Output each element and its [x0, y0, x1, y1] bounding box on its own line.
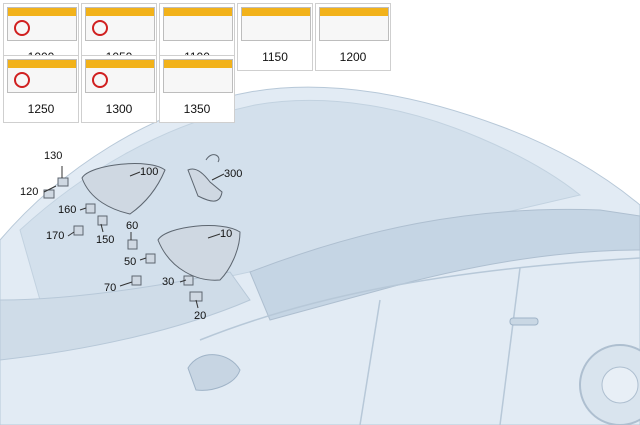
part-50	[145, 253, 156, 264]
no-symbol-icon	[14, 72, 30, 88]
callout-300: 300	[224, 168, 243, 180]
label-number: 1200	[339, 50, 367, 64]
part-60	[127, 239, 138, 250]
side-window	[249, 208, 640, 321]
callout-20: 20	[194, 310, 207, 322]
callout-30: 30	[162, 276, 175, 288]
part-160	[85, 203, 96, 214]
no-symbol-icon	[14, 20, 30, 36]
airbag-label	[7, 7, 77, 41]
door-line-2	[499, 267, 521, 425]
callout-150: 150	[96, 234, 115, 246]
callout-60: 60	[126, 220, 139, 232]
label-number: 1300	[105, 102, 133, 116]
rear-wheel-hub	[601, 366, 639, 404]
label-cell-1150[interactable]: 1150	[237, 3, 313, 71]
label-number: 1350	[183, 102, 211, 116]
sun-visor-right	[157, 225, 241, 281]
callout-10: 10	[220, 228, 233, 240]
warning-label	[85, 7, 155, 41]
part-130	[57, 177, 69, 187]
door-handle	[509, 317, 539, 326]
callout-120: 120	[20, 186, 39, 198]
warning-label	[163, 59, 233, 93]
warning-label	[319, 7, 389, 41]
callout-50: 50	[124, 256, 137, 268]
warning-label	[85, 59, 155, 93]
wire	[205, 154, 220, 163]
side-mirror	[187, 354, 241, 391]
label-number: 1150	[262, 50, 288, 64]
label-cell-1200[interactable]: 1200	[315, 3, 391, 71]
no-symbol-icon	[92, 72, 108, 88]
warning-label	[241, 7, 311, 41]
part-70	[131, 275, 142, 286]
no-symbol-icon	[92, 20, 108, 36]
label-cell-1300[interactable]: 1300	[81, 55, 157, 123]
part-150	[97, 215, 108, 226]
sun-visor-left	[81, 163, 166, 215]
label-number: 1250	[27, 102, 55, 116]
part-170	[73, 225, 84, 236]
body-line	[199, 257, 640, 341]
leader-lines	[43, 166, 225, 309]
warning-label	[163, 7, 233, 41]
overhead-module	[187, 168, 223, 202]
callout-130: 130	[44, 150, 63, 162]
door-line	[359, 299, 381, 425]
label-cell-1350[interactable]: 1350	[159, 55, 235, 123]
callout-160: 160	[58, 204, 77, 216]
part-20	[189, 291, 203, 302]
callout-70: 70	[104, 282, 117, 294]
label-cell-1250[interactable]: 1250	[3, 55, 79, 123]
windshield	[0, 271, 251, 361]
airbag-label	[7, 59, 77, 93]
callout-170: 170	[46, 230, 65, 242]
callout-100: 100	[140, 166, 159, 178]
